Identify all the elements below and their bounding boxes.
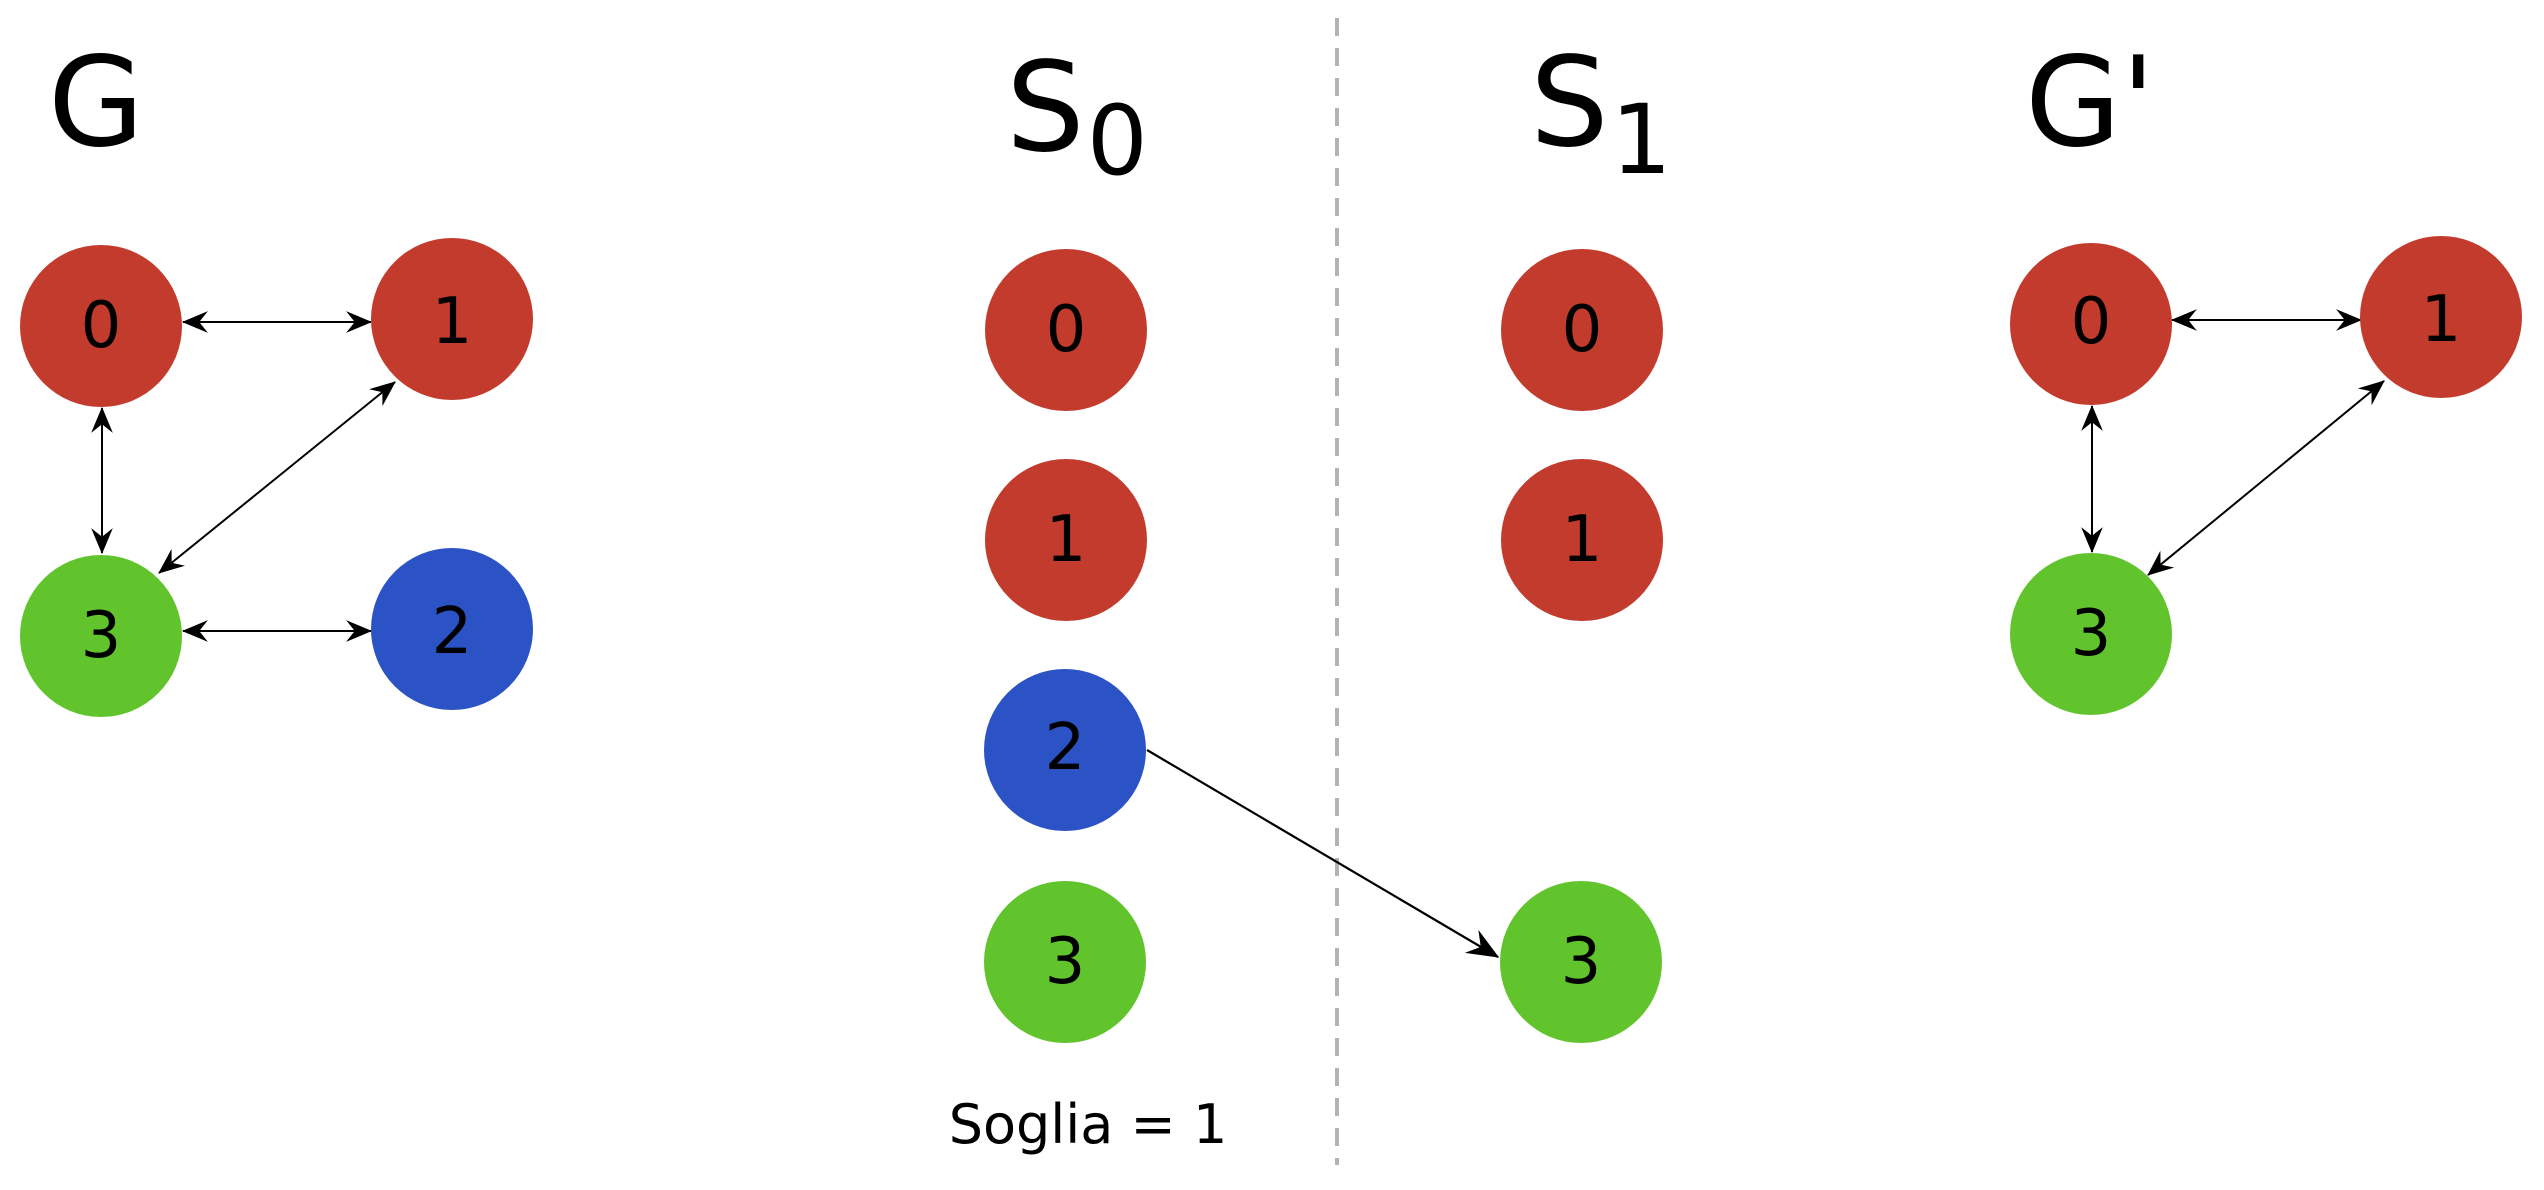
node-label: 1	[2421, 283, 2462, 357]
node-s0-0: 0	[985, 249, 1147, 411]
panel-gprime: G' 0 1 3	[2010, 31, 2522, 715]
node-s0-2: 2	[984, 669, 1146, 831]
node-label: 1	[432, 285, 473, 359]
node-label: 2	[432, 595, 473, 669]
node-label: 3	[1045, 925, 1086, 999]
node-s0-3: 3	[984, 881, 1146, 1043]
node-s0-1: 1	[985, 459, 1147, 621]
node-label: 1	[1562, 503, 1603, 577]
node-gprime-1: 1	[2360, 236, 2522, 398]
node-label: 3	[2071, 597, 2112, 671]
panel-gprime-edges	[2081, 309, 2385, 576]
panel-s1: S1 0 1 3	[1500, 31, 1672, 1043]
edge-gprime-1-3	[2147, 380, 2385, 576]
node-label: 0	[2071, 285, 2112, 359]
node-label: 3	[1561, 925, 1602, 999]
node-gprime-3: 3	[2010, 553, 2172, 715]
node-label: 3	[81, 599, 122, 673]
node-s1-0: 0	[1501, 249, 1663, 411]
panel-gprime-title: G'	[2025, 31, 2155, 175]
node-g-1: 1	[371, 238, 533, 400]
threshold-caption: Soglia = 1	[949, 1093, 1228, 1156]
panel-s1-title: S1	[1530, 31, 1672, 196]
node-g-2: 2	[371, 548, 533, 710]
edge-s0-2-to-s1-3	[1146, 749, 1500, 958]
node-label: 0	[1046, 293, 1087, 367]
node-gprime-0: 0	[2010, 243, 2172, 405]
panel-g-edges	[91, 311, 396, 642]
panel-s0: S0 0 1 2 3	[984, 36, 1148, 1043]
panel-g-title: G	[48, 31, 144, 175]
node-g-3: 3	[20, 555, 182, 717]
node-s1-1: 1	[1501, 459, 1663, 621]
node-label: 1	[1046, 503, 1087, 577]
node-label: 0	[81, 289, 122, 363]
node-s1-3: 3	[1500, 881, 1662, 1043]
panel-s0-title: S0	[1006, 36, 1148, 197]
node-label: 0	[1562, 293, 1603, 367]
panel-g: G 0 1 3 2	[20, 31, 533, 717]
edge-g-1-3	[158, 381, 396, 574]
node-g-0: 0	[20, 245, 182, 407]
node-label: 2	[1045, 711, 1086, 785]
